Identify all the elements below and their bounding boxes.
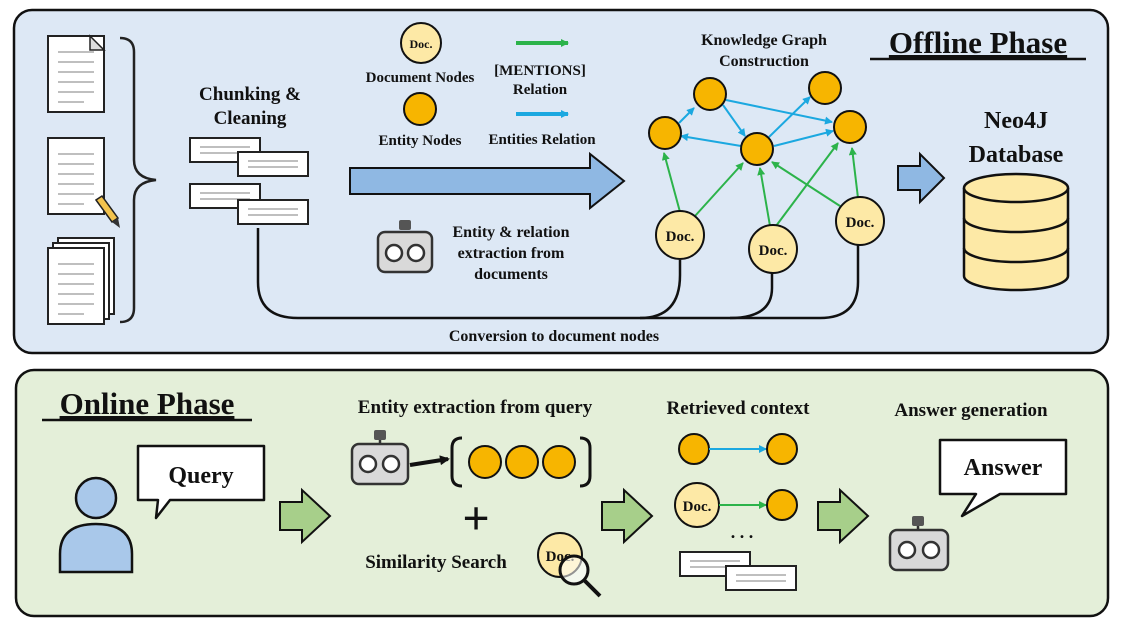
entity-node — [740, 132, 774, 166]
extraction-arrow — [409, 455, 450, 467]
legend-doc-glyph: Doc. — [410, 37, 433, 51]
database-icon — [962, 172, 1070, 292]
entity-node — [468, 445, 502, 479]
entity-node — [505, 445, 539, 479]
extraction-label: Entity & relation — [452, 224, 569, 241]
kg-entity-edges — [678, 96, 834, 147]
kg-doc-node: Doc. — [655, 210, 705, 260]
legend-document-nodes-label: Document Nodes — [366, 70, 475, 86]
extraction-label-line3: documents — [474, 266, 548, 283]
robot-icon — [376, 220, 434, 274]
online-phase-title: Online Phase — [60, 386, 235, 421]
documents-brace — [119, 36, 157, 324]
doc-node-label: Doc. — [846, 215, 875, 231]
query-label: Query — [168, 463, 233, 489]
flow-arrow-online-1 — [279, 487, 332, 545]
robot-icon — [888, 516, 950, 572]
answer-generation-label: Answer generation — [894, 400, 1048, 421]
flow-arrow-online-2 — [601, 487, 654, 545]
legend-document-node — [400, 22, 442, 64]
document-stack-icon — [47, 237, 115, 325]
flow-arrow-to-db — [897, 151, 946, 205]
doc-node-label: Doc. — [666, 229, 695, 245]
document-icon — [47, 34, 106, 113]
retrieved-entity-pair — [678, 433, 798, 465]
online-panel — [14, 368, 1110, 618]
chunking-title: Chunking & — [199, 84, 301, 105]
flow-arrow-online-3 — [817, 487, 870, 545]
entity-extraction-label: Entity extraction from query — [358, 397, 593, 418]
magnifier-icon: Doc. — [537, 532, 602, 598]
kg-entity-nodes — [648, 71, 867, 166]
db-title-line2: Database — [969, 142, 1064, 168]
entity-node — [693, 77, 727, 111]
retrieved-doc-pair: Doc. — [674, 482, 798, 528]
legend-entities-relation-label: Entities Relation — [488, 132, 596, 148]
doc-node-label: Doc. — [759, 243, 788, 259]
kg-doc-node: Doc. — [835, 196, 885, 246]
query-bubble: Query — [136, 444, 266, 520]
user-icon — [58, 476, 134, 574]
chunking-title-line2: Cleaning — [214, 108, 287, 129]
extraction-label-line2: extraction from — [458, 245, 565, 262]
retrieved-doc-label: Doc. — [683, 499, 712, 515]
offline-phase-title: Offline Phase — [889, 25, 1067, 60]
ellipsis: . . . — [731, 522, 754, 542]
entity-node — [648, 116, 682, 150]
entity-node — [833, 110, 867, 144]
legend-mentions-label: [MENTIONS] — [494, 63, 586, 79]
extracted-entities — [450, 436, 592, 488]
flow-arrow-offline — [349, 151, 626, 211]
retrieved-context-label: Retrieved context — [667, 398, 811, 419]
legend-entity-nodes-label: Entity Nodes — [379, 133, 462, 149]
answer-label: Answer — [964, 455, 1043, 481]
db-title: Neo4J — [984, 108, 1048, 134]
plus-sign: + — [462, 492, 489, 545]
kg-mentions-edges — [661, 142, 859, 227]
kg-title-line2: Construction — [719, 53, 809, 70]
robot-icon — [350, 430, 410, 486]
conversion-line — [256, 228, 860, 320]
conversion-label: Conversion to document nodes — [449, 328, 659, 345]
legend-mentions-label-line2: Relation — [513, 82, 568, 98]
similarity-search-label: Similarity Search — [365, 552, 507, 573]
answer-bubble: Answer — [938, 438, 1068, 518]
kg-doc-node: Doc. — [748, 224, 798, 274]
document-edit-icon — [47, 137, 120, 228]
entity-node — [808, 71, 842, 105]
kg-title: Knowledge Graph — [701, 32, 827, 49]
legend-entity-node — [403, 92, 437, 126]
entity-node — [542, 445, 576, 479]
